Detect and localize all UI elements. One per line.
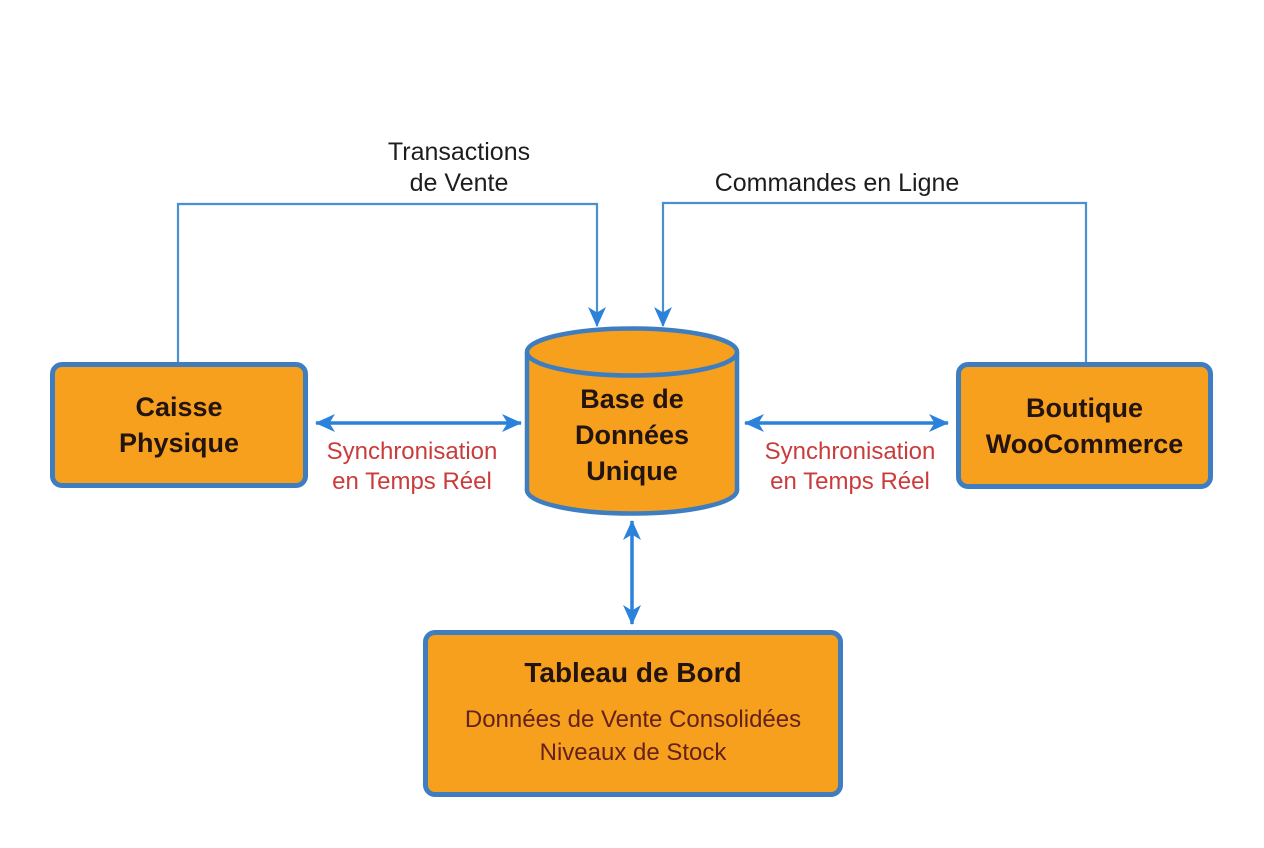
node-dashboard-title: Tableau de Bord — [524, 657, 742, 688]
node-boutique-label: Boutique WooCommerce — [985, 392, 1184, 459]
node-caisse-physique: Caisse Physique — [50, 362, 308, 488]
edge-label-commandes: Commandes en Ligne — [714, 169, 960, 197]
edge-label-transactions: Transactions de Vente — [387, 138, 531, 197]
node-dashboard-details: Données de Vente Consolidées Niveaux de … — [464, 706, 802, 766]
edge-label-sync-left: Synchronisation en Temps Réel — [326, 438, 498, 495]
edge-label-sync-right: Synchronisation en Temps Réel — [764, 438, 936, 495]
edge-commandes-wire — [654, 201, 1088, 362]
node-tableau-de-bord: Tableau de Bord Données de Vente Consoli… — [423, 630, 843, 797]
edge-transactions-wire — [176, 202, 606, 362]
node-caisse-label: Caisse Physique — [118, 392, 240, 458]
node-database-shape — [524, 326, 740, 516]
node-boutique-woocommerce: Boutique WooCommerce — [956, 362, 1213, 489]
cylinder-top — [524, 326, 740, 378]
